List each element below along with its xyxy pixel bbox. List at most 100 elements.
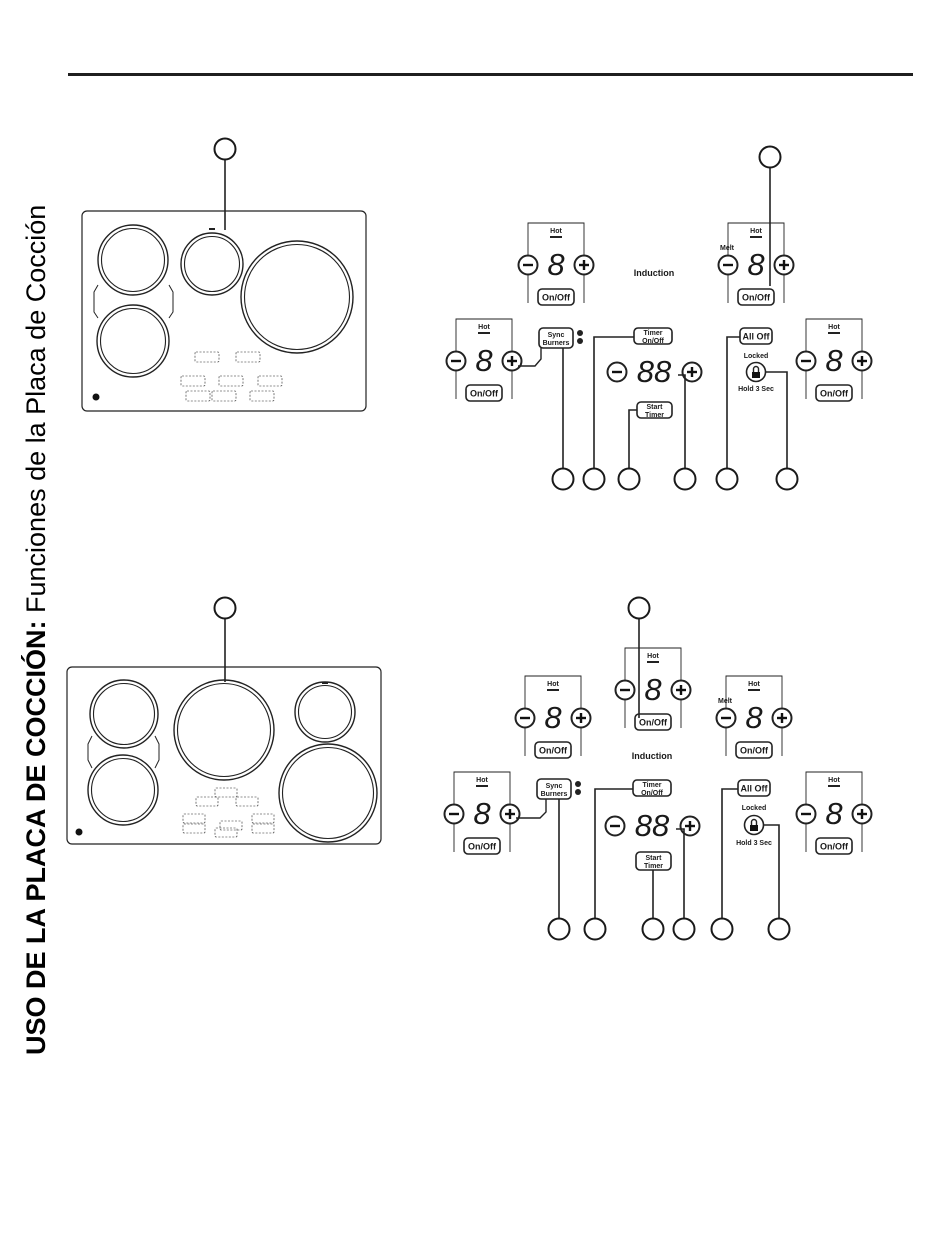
panel-b-right-rear-control-hot-label: Hot [748, 681, 760, 688]
panel-a-timer-digits: 88 [637, 354, 672, 389]
panel-b-right-rear-control-melt-label: Melt [718, 698, 733, 705]
cooktop-30-frame [81, 210, 367, 412]
mini-control-4 [257, 375, 283, 387]
side-title: USO DE LA PLACA DE COCCIÓN: Funciones de… [0, 0, 60, 1241]
panel-b-callout-timer [583, 917, 607, 941]
mini-control-36-1 [235, 796, 259, 807]
burner-left-front-inner [99, 307, 167, 375]
panel-a-left-front-control-on-off-button-label: On/Off [470, 389, 499, 399]
panel-b-left-rear-control-hot-label: Hot [547, 681, 559, 688]
burner-center-36-outer [173, 679, 275, 781]
panel-a-left-rear-control-on-off-button-label: On/Off [542, 293, 571, 303]
burner-right-rear-36-inner [297, 684, 353, 740]
panel-a-timer-minus-button [606, 361, 628, 383]
panel-b-callout-all-off [710, 917, 734, 941]
burner-left-front-36-outer [87, 754, 159, 826]
panel-a-left-rear-control-on-off-button-frame [537, 288, 575, 306]
panel-a-right-rear-control-digit: 8 [747, 247, 765, 282]
mini-control-36-5 [251, 813, 275, 824]
panel-a-left-front-control-plus-button [501, 350, 523, 372]
panel-a-right-front-control-hot-bar [828, 332, 840, 334]
panel-a-callout-lock [775, 467, 799, 491]
panel-a-right-rear-control-plus-button [773, 254, 795, 276]
panel-a-left-front-control-digit: 8 [475, 343, 493, 378]
panel-a-right-front-control-on-off-button-frame [815, 384, 853, 402]
panel-b-timer-button-label-2: On/Off [641, 790, 663, 797]
panel-b-sync-indicator-bottom [575, 789, 581, 795]
burner-left-rear-36-outer [89, 679, 159, 749]
mini-control-3 [218, 375, 244, 387]
burner-right-front-36-inner [281, 746, 375, 840]
cooktop-36-outline [66, 666, 382, 845]
callout-cooktop-36 [213, 596, 237, 620]
burner-center-rear-outer [180, 232, 244, 296]
panel-b-timer-minus-button [604, 815, 626, 837]
panel-a-left-rear-control-hot-bar [550, 236, 562, 238]
panel-b-leader-lock [764, 824, 780, 918]
panel-b-left-front-control-hot-label: Hot [476, 777, 488, 784]
panel-b-left-rear-control-minus-button [514, 707, 536, 729]
panel-a-left-rear-control-on-off-button: On/Off [537, 288, 575, 306]
panel-b-leader-all-off [721, 788, 738, 918]
panel-a-callout-sync [551, 467, 575, 491]
panel-a-timer-button-label-2: On/Off [642, 338, 664, 345]
mini-control-36-4 [219, 820, 243, 831]
panel-b-callout-center [627, 596, 651, 620]
power-dot-36 [75, 828, 83, 836]
panel-a-timer-display: 88 [606, 354, 703, 389]
bridge-right [168, 284, 174, 319]
panel-b-lock-body [750, 825, 758, 831]
panel-b-center-control-minus-button [614, 679, 636, 701]
panel-a-timer-plus-button [681, 361, 703, 383]
panel-b-induction-label: Induction [632, 751, 673, 761]
panel-b-left-rear-control-on-off-button-frame [534, 741, 572, 759]
panel-b-right-rear-control-digit: 8 [745, 700, 763, 735]
panel-b-right-front-control-minus-button [795, 803, 817, 825]
header-rule [68, 73, 913, 76]
panel-a-left-rear-control-minus-button [517, 254, 539, 276]
burner-right-front-36-outer [278, 743, 378, 843]
panel-b-right-front-control-on-off-button-label: On/Off [820, 842, 849, 852]
panel-b-center-control-hot-bar [647, 661, 659, 663]
panel-a-link-left-front [518, 348, 542, 367]
mini-control-0 [194, 351, 220, 363]
panel-b-start-timer-button-label-1: Start [646, 855, 663, 862]
burner-left-rear-36-inner [92, 682, 156, 746]
panel-b-all-off-button-frame [737, 779, 771, 797]
panel-b-right-front-control-hot-bar [828, 785, 840, 787]
panel-a-callout-all-off [715, 467, 739, 491]
panel-b-center-control-on-off-button-label: On/Off [639, 718, 668, 728]
panel-b-right-rear-control-on-off-button: On/Off [735, 741, 773, 759]
panel-a-locked-label: Locked [744, 353, 769, 360]
panel-a-leader-lock [766, 371, 788, 468]
mini-control-36-2 [214, 787, 238, 798]
panel-b-right-rear-control-on-off-button-label: On/Off [740, 746, 769, 756]
panel-b-lock-shackle [750, 818, 758, 825]
panel-b-right-front-control-on-off-button: On/Off [815, 837, 853, 855]
panel-a-all-off-button: All Off [739, 327, 773, 345]
burner-left-front-36-inner [90, 757, 156, 823]
mini-control-36-7 [182, 823, 206, 834]
panel-b-left-front-control-on-off-button-label: On/Off [468, 842, 497, 852]
panel-b-link-left-front [516, 799, 547, 819]
panel-a-timer-button-label-1: Timer [644, 330, 663, 337]
panel-b-sync-burners-button-label-1: Sync [546, 783, 563, 790]
panel-a-callout-melt [758, 145, 782, 169]
panel-b-timer-digits: 88 [635, 808, 670, 843]
section-heading: USO DE LA PLACA DE COCCIÓN: Funciones de… [20, 205, 51, 1055]
panel-a-left-rear-control-plus-button [573, 254, 595, 276]
panel-a-leader-display [678, 374, 686, 468]
panel-a-leader-start [628, 409, 637, 468]
panel-b-left-front-control-on-off-button: On/Off [463, 837, 501, 855]
panel-a-hold-label: Hold 3 Sec [738, 386, 774, 393]
panel-a-sync-burners-button-label-2: Burners [543, 340, 570, 347]
cooktop-30-outline [81, 210, 367, 412]
panel-a-right-rear-control-hot-label: Hot [750, 228, 762, 235]
panel-b-center-control-on-off-button-frame [634, 713, 672, 731]
